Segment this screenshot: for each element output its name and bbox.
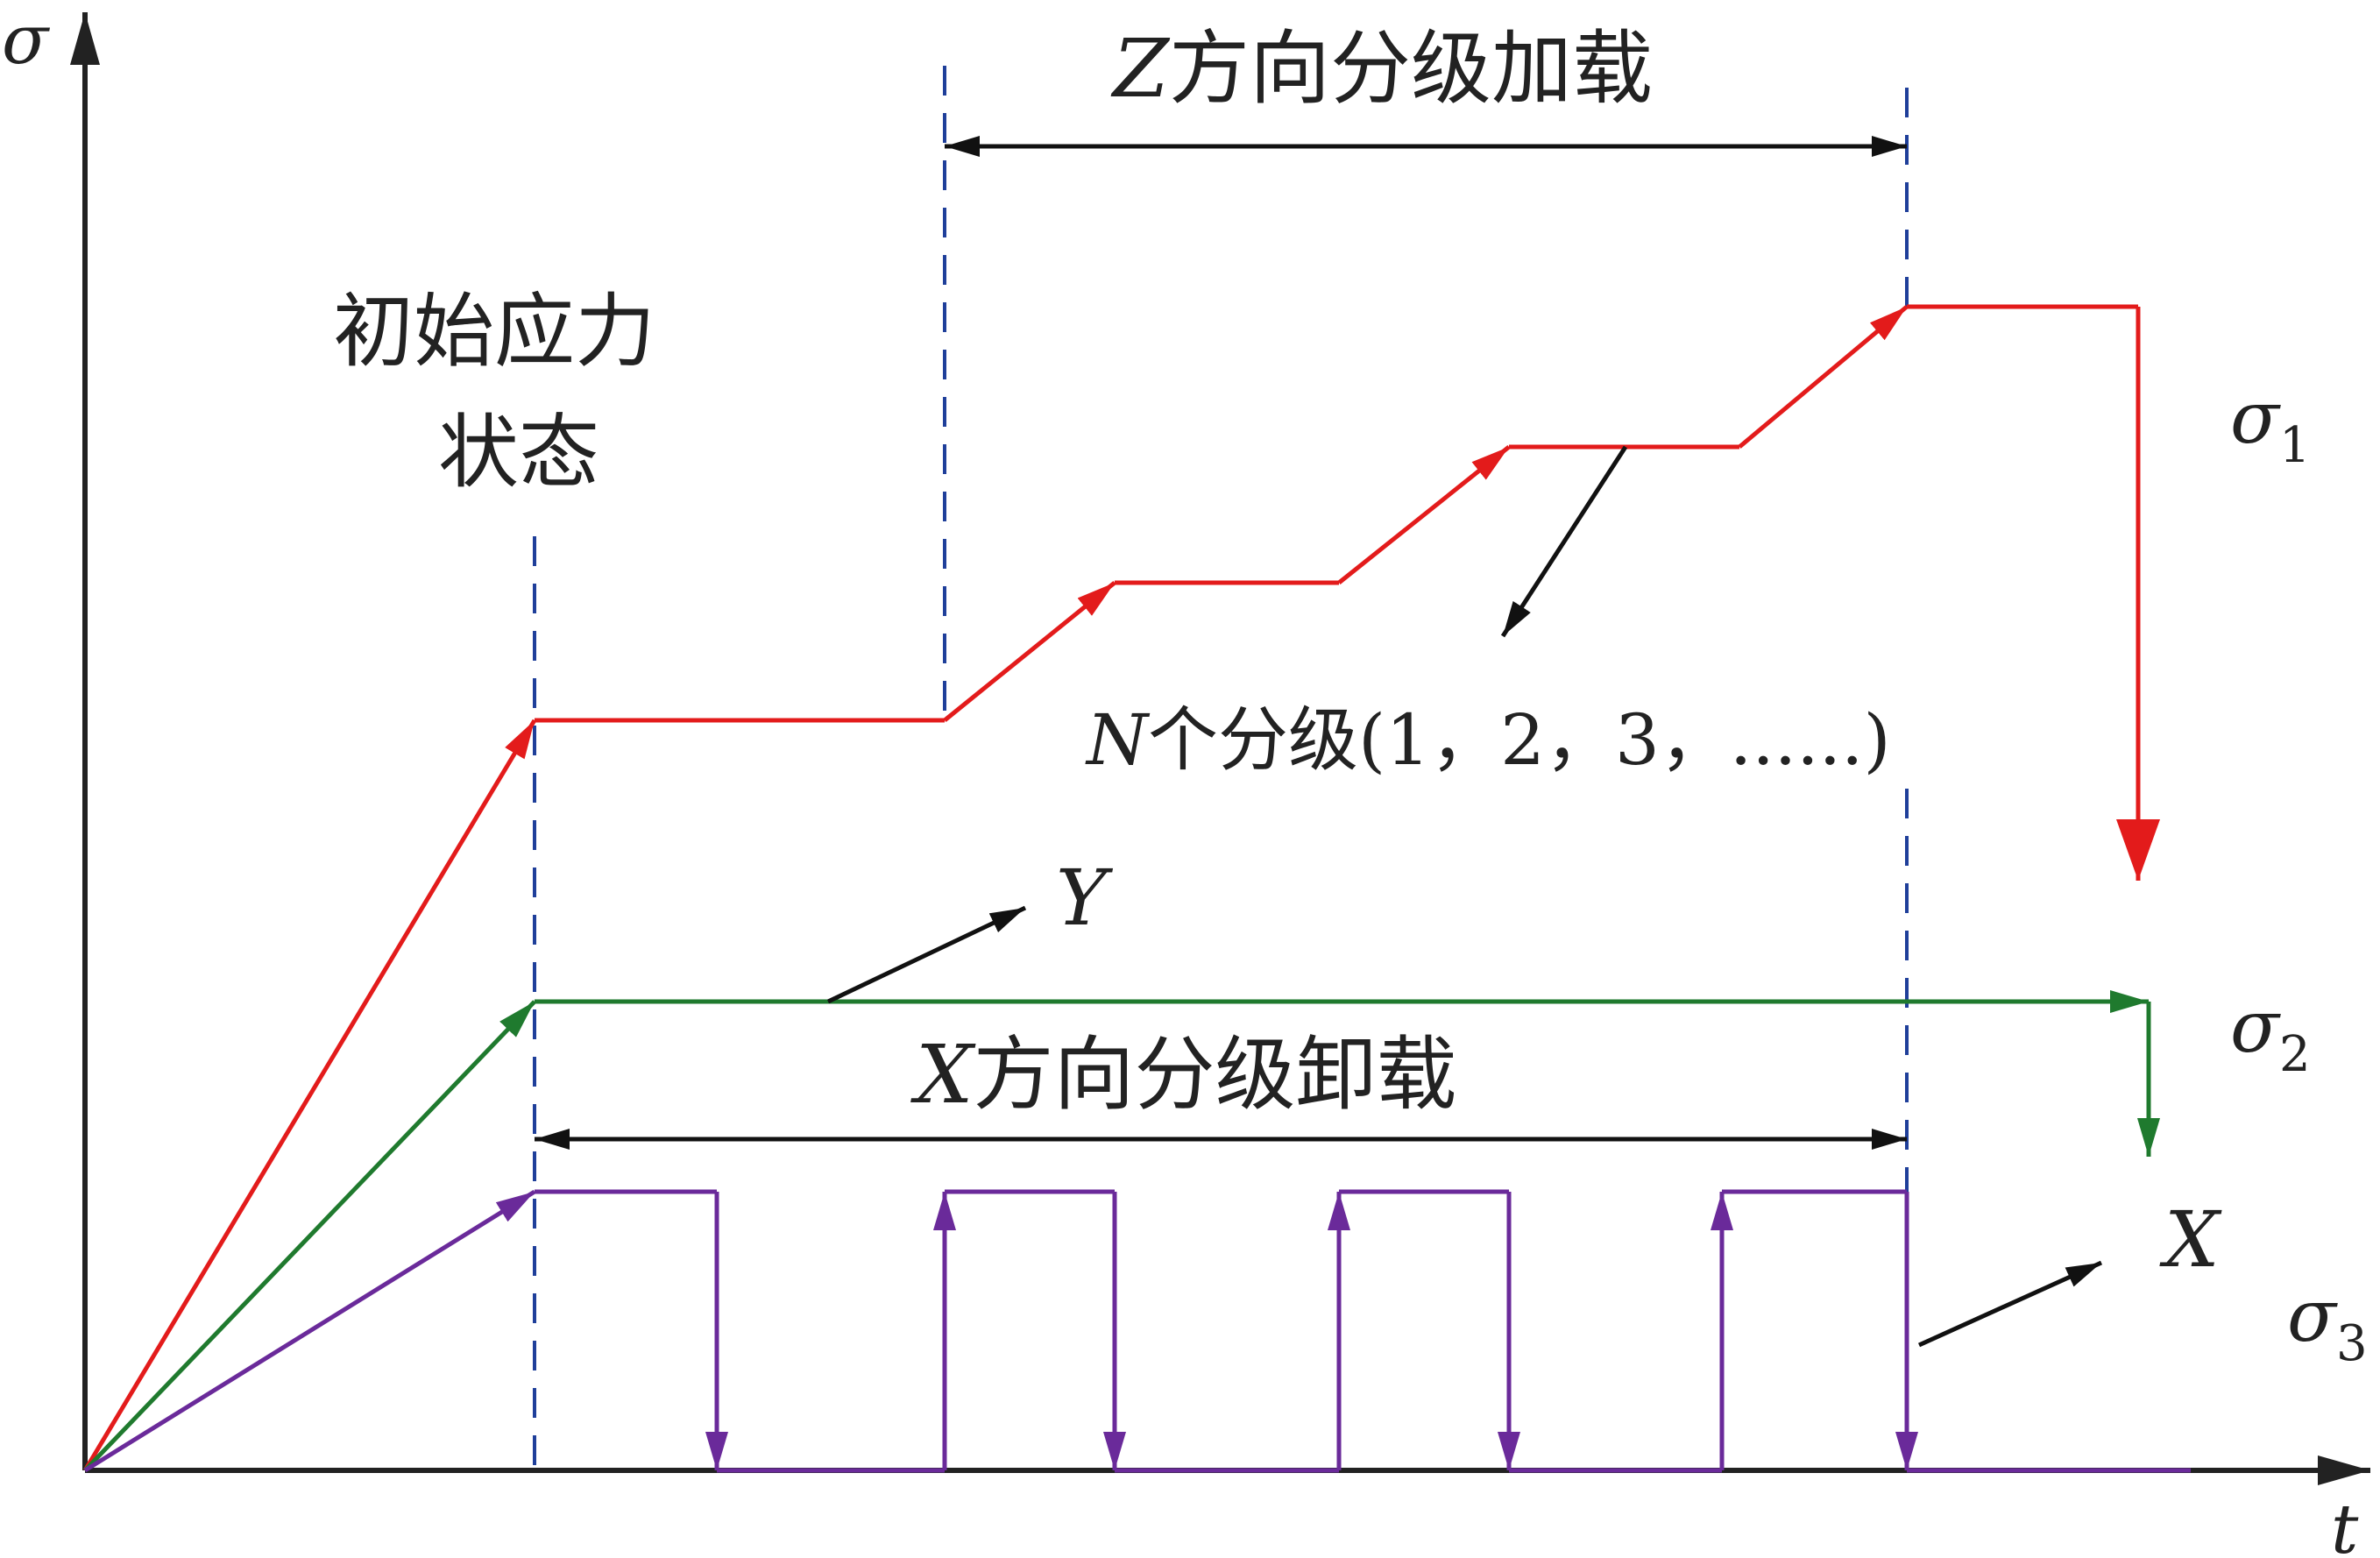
- sigma2-curve: [83, 990, 2160, 1472]
- x-direction-arrow: [1917, 1260, 2103, 1348]
- x-axis-label: t: [2331, 1491, 2359, 1558]
- z-loading-text: 方向分级加载: [1169, 22, 1653, 116]
- initial-state-label-line2: 状态: [438, 406, 599, 499]
- n-stage-var: N: [1085, 699, 1151, 781]
- n-stage-text: 个分级(1，2，3，......): [1148, 699, 1891, 781]
- n-stage-pointer-arrow: [1500, 445, 1628, 638]
- sigma1-label: σ1: [2230, 377, 2311, 474]
- z-loading-var: Z: [1110, 22, 1171, 116]
- sigma3-curve: [83, 1189, 2191, 1473]
- x-direction-label: X: [2159, 1194, 2222, 1285]
- x-unloading-var: X: [910, 1028, 976, 1122]
- x-unloading-label: X方向分级卸载: [910, 1028, 1457, 1122]
- n-stage-label: N个分级(1，2，3，......): [1085, 699, 1891, 781]
- z-loading-label: Z方向分级加载: [1110, 22, 1653, 116]
- y-direction-arrow: [826, 905, 1027, 1004]
- sigma2-label: σ2: [2230, 986, 2311, 1083]
- y-axis-label: σ: [2, 1, 50, 80]
- x-unloading-text: 方向分级卸载: [974, 1028, 1457, 1122]
- y-direction-label: Y: [1056, 853, 1114, 943]
- sigma1-curve: [82, 304, 2160, 1472]
- sigma3-label: σ3: [2287, 1275, 2368, 1372]
- initial-state-label-line1: 初始应力: [333, 285, 655, 379]
